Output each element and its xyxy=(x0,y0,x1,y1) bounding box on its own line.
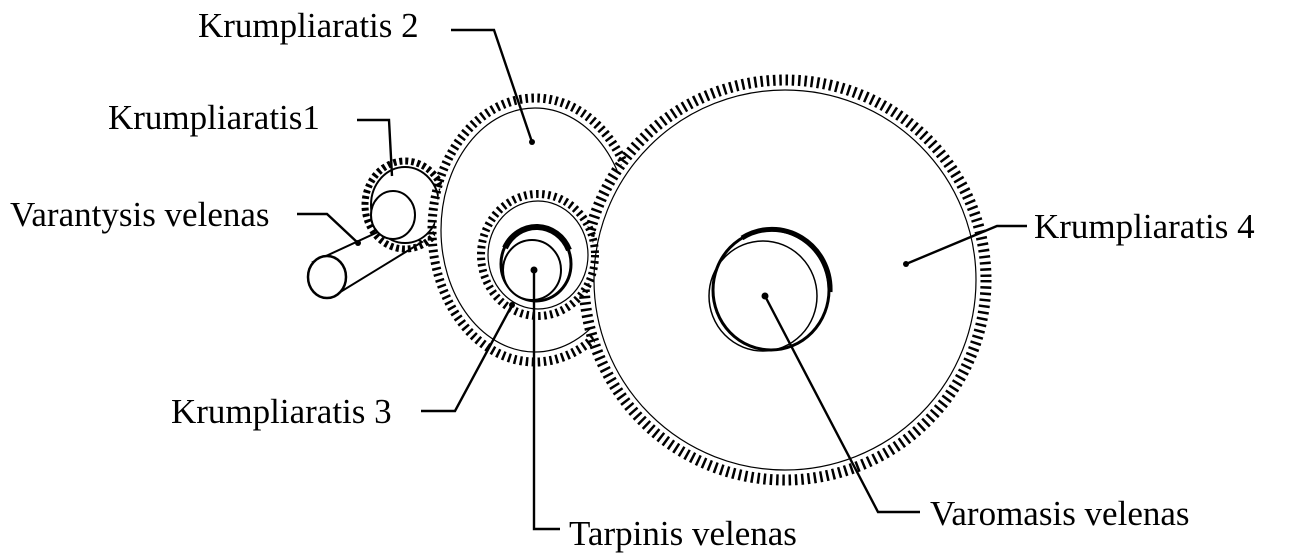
leader-gear-1 xyxy=(357,120,392,176)
gear-1 xyxy=(365,161,445,249)
label-gear-1: Krumpliaratis1 xyxy=(108,98,320,137)
label-gear-3: Krumpliaratis 3 xyxy=(171,392,392,431)
label-gear-2: Krumpliaratis 2 xyxy=(198,6,419,45)
label-gear-4: Krumpliaratis 4 xyxy=(1034,207,1255,246)
leader-input-shaft xyxy=(297,214,358,243)
label-input-shaft: Varantysis velenas xyxy=(10,195,270,234)
label-output-shaft: Varomasis velenas xyxy=(930,494,1190,533)
gear-4 xyxy=(584,80,986,480)
label-intermediate-shaft: Tarpinis velenas xyxy=(569,514,797,553)
